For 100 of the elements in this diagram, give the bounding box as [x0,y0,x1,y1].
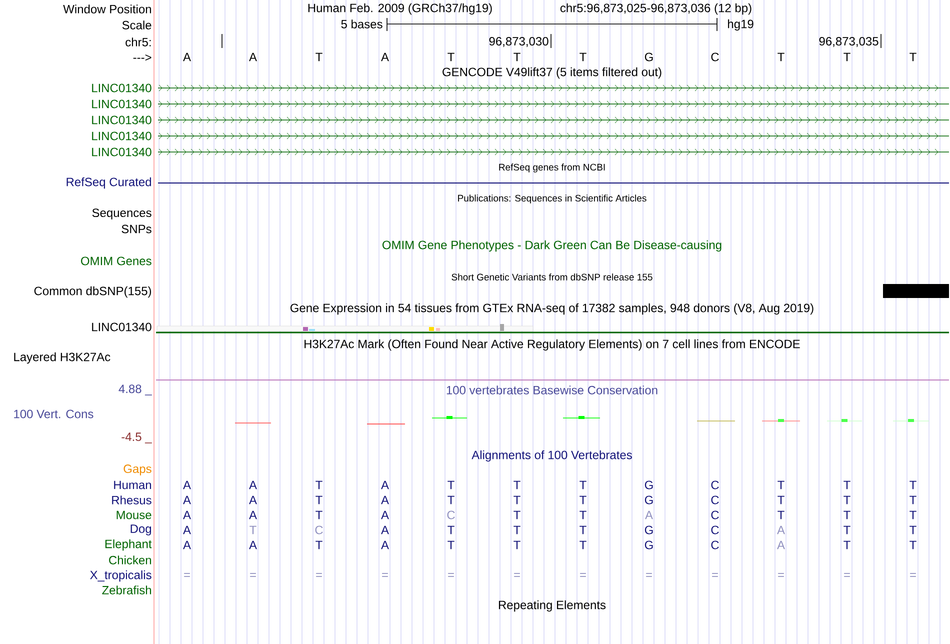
gap-symbol: = [646,573,652,577]
base-letter: A [183,496,191,504]
base-letter: T [448,526,454,534]
base-letter: T [910,496,916,504]
base-letter: T [910,510,916,520]
species-label: Dog [130,524,152,536]
base-letter: C [711,510,719,520]
track-title: 100 vertebrates Basewise Conservation [446,386,658,394]
base-letter: A [381,52,389,62]
species-label: Mouse [116,510,152,520]
base-letter: A [381,526,389,534]
base-letter: G [644,526,653,534]
base-letter: A [381,540,389,550]
base-letter: T [514,510,520,520]
track-title: OMIM Gene Phenotypes - Dark Green Can Be Disease-causing [382,240,722,252]
base-letter: T [580,540,586,550]
track-title: Repeating Elements [498,600,606,612]
base-letter: T [580,496,586,504]
base-letter: A [183,52,191,62]
base-letter: T [844,526,850,534]
base-letter: T [778,52,784,62]
gap-symbol: = [382,573,388,577]
base-letter: T [844,480,850,490]
base-letter: T [316,510,322,520]
gap-symbol: = [184,573,190,577]
base-letter: T [580,52,586,62]
gap-symbol: = [250,573,256,577]
track-label: LINC01340 [92,148,152,156]
scale-label: hg19 [728,19,754,31]
gap-symbol: = [316,573,322,577]
track-label: LINC01340 [92,100,152,108]
track-label: chr5: [126,38,151,46]
base-letter: A [381,480,389,490]
base-letter: T [580,480,586,490]
track-label: SNPs [122,224,152,234]
base-letter: T [316,540,322,550]
base-letter: G [644,496,653,504]
gap-symbol: = [580,573,586,577]
base-letter: T [316,480,322,490]
base-letter: C [711,52,719,62]
base-letter: C [711,540,719,550]
track-title: GENCODE V49lift37 (5 items filtered out) [442,67,662,79]
track-label: LINC01340 [92,132,152,140]
base-letter: T [448,540,454,550]
axis-label: 4.88 _ [118,384,152,396]
base-letter: A [249,540,257,550]
base-letter: A [249,52,257,62]
position-title: chr5:96,873,025-96,873,036 (12 bp) [560,3,752,15]
gap-symbol: = [514,573,520,577]
base-letter: T [316,496,322,504]
base-letter: C [315,526,323,534]
base-letter: T [514,480,520,490]
base-letter: G [644,480,653,490]
base-letter: T [514,496,520,504]
base-letter: C [711,480,719,490]
coordinate-label: 96,873,030 [489,37,548,47]
base-letter: T [448,52,454,62]
gap-symbol: = [778,573,784,577]
base-letter: T [514,526,520,534]
coordinate-label: 96,873,035 [819,37,878,47]
base-letter: T [844,540,850,550]
species-label: X_tropicalis [90,570,152,582]
base-letter: T [448,480,454,490]
base-letter: A [777,540,785,550]
gap-symbol: = [910,573,916,577]
track-label: Window Position [63,4,151,14]
species-label: Elephant [105,539,152,551]
track-label: ---> [133,54,152,61]
base-letter: A [183,480,191,490]
base-letter: G [644,52,653,62]
scale-label: 5 bases [341,20,382,28]
base-letter: A [381,510,389,520]
base-letter: A [249,480,257,490]
base-letter: T [910,480,916,490]
track-label: 100 Vert. Cons [14,410,94,418]
track-label: Gaps [124,464,152,476]
track-title: Publications: Sequences in Scientific Articles [458,194,646,204]
track-label: RefSeq Curated [66,177,151,189]
gap-symbol: = [448,573,454,577]
base-letter: G [644,540,653,550]
base-letter: T [910,526,916,534]
species-label: Zebrafish [102,586,152,594]
base-letter: T [778,510,784,520]
track-title: RefSeq genes from NCBI [499,164,605,172]
track-label: Sequences [92,208,152,220]
base-letter: T [316,52,322,62]
track-label: OMIM Genes [81,256,152,266]
base-letter: T [778,496,784,504]
base-letter: C [711,526,719,534]
base-letter: T [910,52,916,62]
base-letter: A [777,526,785,534]
track-label: Scale [122,20,152,30]
base-letter: T [844,496,850,504]
base-letter: T [250,526,256,534]
base-letter: A [249,496,257,504]
base-letter: T [514,52,520,62]
track-title: Gene Expression in 54 tissues from GTEx RNA-seq of 17382 samples, 948 donors (V8, Aug 2019) [290,303,814,315]
axis-label: -4.5 _ [122,432,152,444]
base-letter: C [447,510,455,520]
base-letter: A [381,496,389,504]
